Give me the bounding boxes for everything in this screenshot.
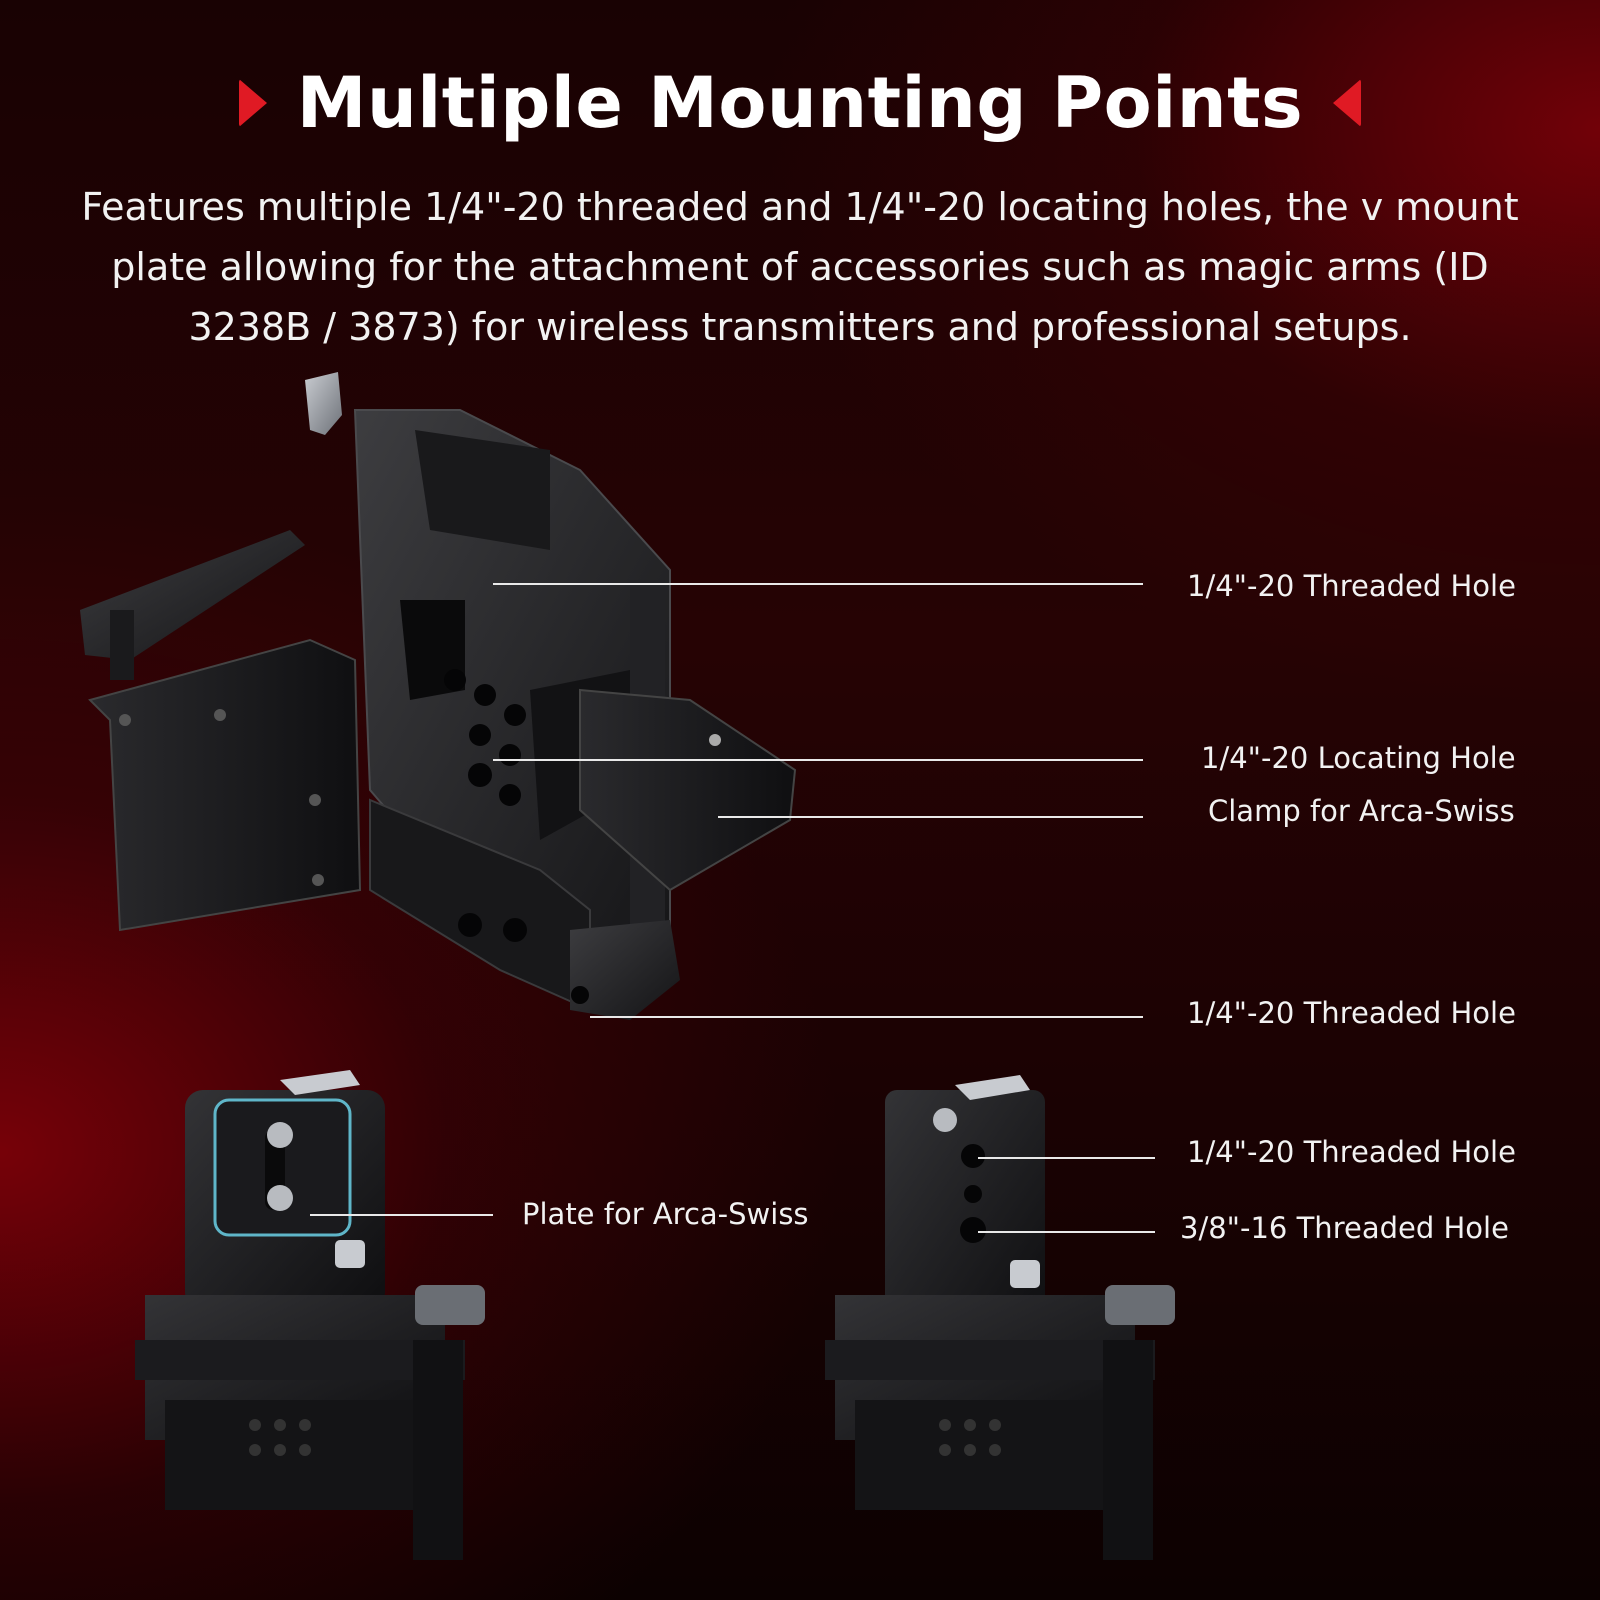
- callout-main-clamp: Clamp for Arca-Swiss: [1208, 794, 1515, 828]
- callout-left-plate: Plate for Arca-Swiss: [522, 1197, 809, 1231]
- callout-main-threaded-top: 1/4"-20 Threaded Hole: [1187, 569, 1516, 603]
- callout-main-threaded-bottom: 1/4"-20 Threaded Hole: [1187, 996, 1516, 1030]
- callout-line-left-plate: [310, 1214, 493, 1216]
- page-title: Multiple Mounting Points: [296, 62, 1304, 144]
- callout-line-main-locating: [493, 759, 1143, 761]
- callout-right-threaded-38: 3/8"-16 Threaded Hole: [1180, 1211, 1509, 1245]
- arca-swiss-plate-photo: [135, 1070, 485, 1560]
- callout-line-right-threaded-14: [978, 1157, 1155, 1159]
- page-description: Features multiple 1/4"-20 threaded and 1…: [81, 185, 1519, 349]
- threaded-hole-plate-photo: [825, 1075, 1175, 1560]
- callout-line-main-threaded-bottom: [590, 1016, 1143, 1018]
- callout-main-locating: 1/4"-20 Locating Hole: [1201, 741, 1516, 775]
- header: Multiple Mounting Points: [0, 58, 1600, 148]
- callout-line-main-threaded-top: [493, 583, 1143, 585]
- v-mount-plate-photo: [80, 372, 797, 1020]
- red-triangle-left-icon: [1333, 79, 1362, 127]
- callout-line-right-threaded-38: [978, 1231, 1155, 1233]
- callout-right-threaded-14: 1/4"-20 Threaded Hole: [1187, 1135, 1516, 1169]
- page-title-row: Multiple Mounting Points: [238, 58, 1362, 148]
- callout-line-main-clamp: [718, 816, 1143, 818]
- red-triangle-right-icon: [238, 79, 267, 127]
